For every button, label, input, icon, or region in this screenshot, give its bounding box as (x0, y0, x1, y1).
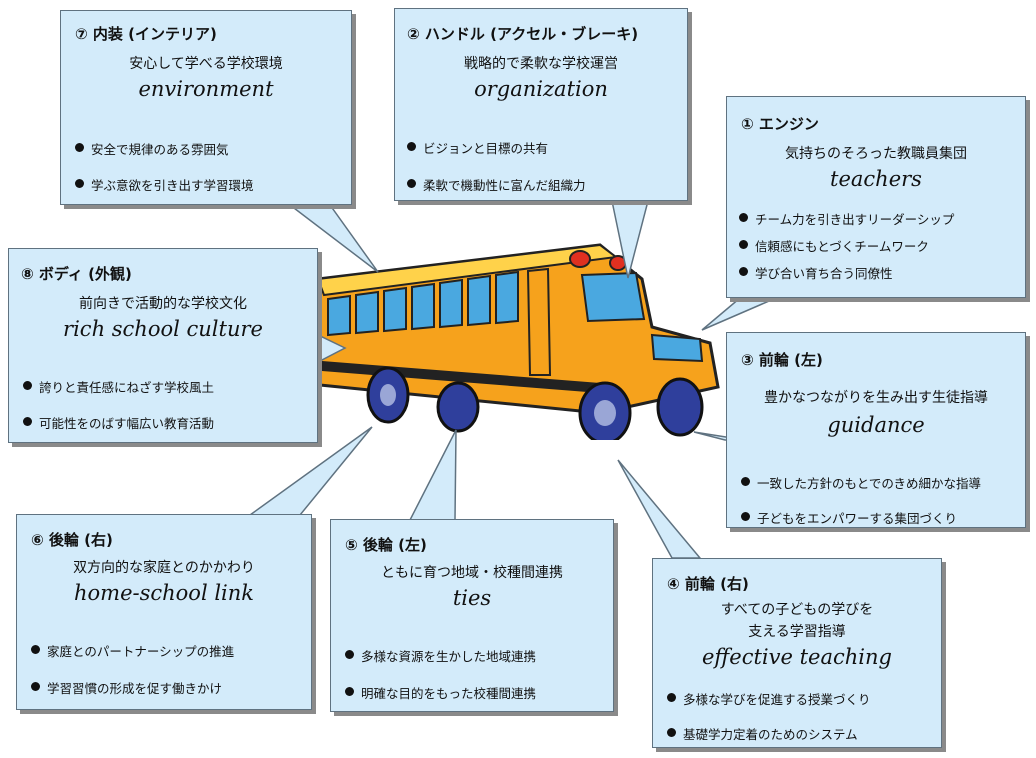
callout-english-label: rich school culture (63, 317, 263, 341)
callout-list: 家庭とのパートナーシップの推進 学習習慣の形成を促す働きかけ (31, 641, 234, 697)
callout-english-label: organization (474, 77, 608, 101)
callout-title: ⑧ ボディ (外観) (21, 265, 132, 283)
list-item: 安全で規律のある雰囲気 (75, 139, 254, 158)
callout-subtitle: 前向きで活動的な学校文化 (79, 296, 247, 312)
list-item: 可能性をのばす幅広い教育活動 (23, 413, 214, 432)
connector-body (317, 333, 347, 364)
connector-handle (611, 200, 649, 279)
callout-english-label: home-school link (73, 581, 255, 605)
connector-interior (287, 204, 379, 273)
callout-english-label: teachers (830, 167, 922, 191)
callout-title: ⑥ 後輪 (右) (31, 531, 113, 549)
bus-windows (327, 270, 519, 337)
connector-front-right (617, 459, 702, 559)
callout-list: 多様な学びを促進する授業づくり 基礎学力定着のためのシステム (667, 689, 871, 743)
wheel-icon (366, 366, 410, 424)
callout-list: 一致した方針のもとでのきめ細かな指導 子どもをエンパワーする集団づくり (741, 473, 981, 527)
callout-front-left: ③ 前輪 (左) 豊かなつながりを生み出す生徒指導 guidance 一致した方… (726, 332, 1026, 528)
callout-subtitle: 豊かなつながりを生み出す生徒指導 (764, 390, 988, 406)
callout-list: チーム力を引き出すリーダーシップ 信頼感にもとづくチームワーク 学び合い育ち合う… (739, 209, 954, 282)
callout-title: ⑦ 内装 (インテリア) (75, 25, 217, 43)
list-item: 学習習慣の形成を促す働きかけ (31, 678, 234, 697)
connector-engine (701, 297, 777, 331)
callout-title: ② ハンドル (アクセル・ブレーキ) (407, 25, 639, 43)
wheel-icon (436, 381, 480, 433)
callout-subtitle: すべての子どもの学びを (720, 602, 874, 618)
callout-rear-left: ⑤ 後輪 (左) ともに育つ地域・校種間連携 ties 多様な資源を生かした地域… (330, 519, 614, 712)
callout-title: ③ 前輪 (左) (741, 351, 823, 369)
list-item: 子どもをエンパワーする集団づくり (741, 508, 981, 527)
callout-english-label: effective teaching (702, 645, 892, 669)
school-bus-illustration (316, 243, 720, 440)
callout-rear-right: ⑥ 後輪 (右) 双方向的な家庭とのかかわり home-school link … (16, 514, 312, 710)
bus-windshield (580, 271, 646, 323)
callout-subtitle: 支える学習指導 (748, 624, 846, 640)
callout-subtitle: 双方向的な家庭とのかかわり (73, 560, 255, 576)
callout-title: ① エンジン (741, 115, 819, 133)
callout-title: ④ 前輪 (右) (667, 575, 749, 593)
callout-english-label: environment (138, 77, 274, 101)
list-item: 明確な目的をもった校種間連携 (345, 683, 536, 702)
list-item: 一致した方針のもとでのきめ細かな指導 (741, 473, 981, 492)
callout-subtitle: ともに育つ地域・校種間連携 (381, 565, 563, 581)
list-item: 学ぶ意欲を引き出す学習環境 (75, 175, 254, 194)
callout-list: 誇りと責任感にねざす学校風土 可能性をのばす幅広い教育活動 (23, 377, 214, 432)
callout-list: 多様な資源を生かした地域連携 明確な目的をもった校種間連携 (345, 646, 536, 702)
callout-interior: ⑦ 内装 (インテリア) 安心して学べる学校環境 environment 安全で… (60, 10, 352, 205)
callout-list: ビジョンと目標の共有 柔軟で機動性に富んだ組織力 (407, 138, 586, 194)
list-item: 柔軟で機動性に富んだ組織力 (407, 175, 586, 194)
callout-list: 安全で規律のある雰囲気 学ぶ意欲を引き出す学習環境 (75, 139, 254, 194)
callout-english-label: guidance (827, 413, 925, 437)
list-item: ビジョンと目標の共有 (407, 138, 586, 157)
callout-subtitle: 安心して学べる学校環境 (129, 56, 283, 72)
callout-title: ⑤ 後輪 (左) (345, 536, 427, 554)
list-item: 学び合い育ち合う同僚性 (739, 263, 954, 282)
callout-front-right: ④ 前輪 (右) すべての子どもの学びを 支える学習指導 effective t… (652, 558, 942, 748)
callout-english-label: ties (452, 586, 492, 610)
bus-marker-light (569, 250, 591, 268)
list-item: チーム力を引き出すリーダーシップ (739, 209, 954, 228)
wheel-icon (578, 381, 632, 440)
callout-body: ⑧ ボディ (外観) 前向きで活動的な学校文化 rich school cult… (8, 248, 318, 443)
list-item: 信頼感にもとづくチームワーク (739, 236, 954, 255)
wheel-icon (656, 377, 704, 437)
list-item: 誇りと責任感にねざす学校風土 (23, 377, 214, 396)
list-item: 多様な資源を生かした地域連携 (345, 646, 536, 665)
callout-subtitle: 戦略的で柔軟な学校運営 (464, 56, 618, 72)
bus-front-light (650, 333, 704, 363)
bus-door (526, 267, 552, 376)
callout-subtitle: 気持ちのそろった教職員集団 (785, 146, 967, 162)
list-item: 基礎学力定着のためのシステム (667, 724, 871, 743)
callout-engine: ① エンジン 気持ちのそろった教職員集団 teachers チーム力を引き出すリ… (726, 96, 1026, 298)
list-item: 多様な学びを促進する授業づくり (667, 689, 871, 708)
callout-handle: ② ハンドル (アクセル・ブレーキ) 戦略的で柔軟な学校運営 organizat… (394, 8, 688, 201)
connector-rear-left (408, 429, 457, 521)
list-item: 家庭とのパートナーシップの推進 (31, 641, 234, 660)
